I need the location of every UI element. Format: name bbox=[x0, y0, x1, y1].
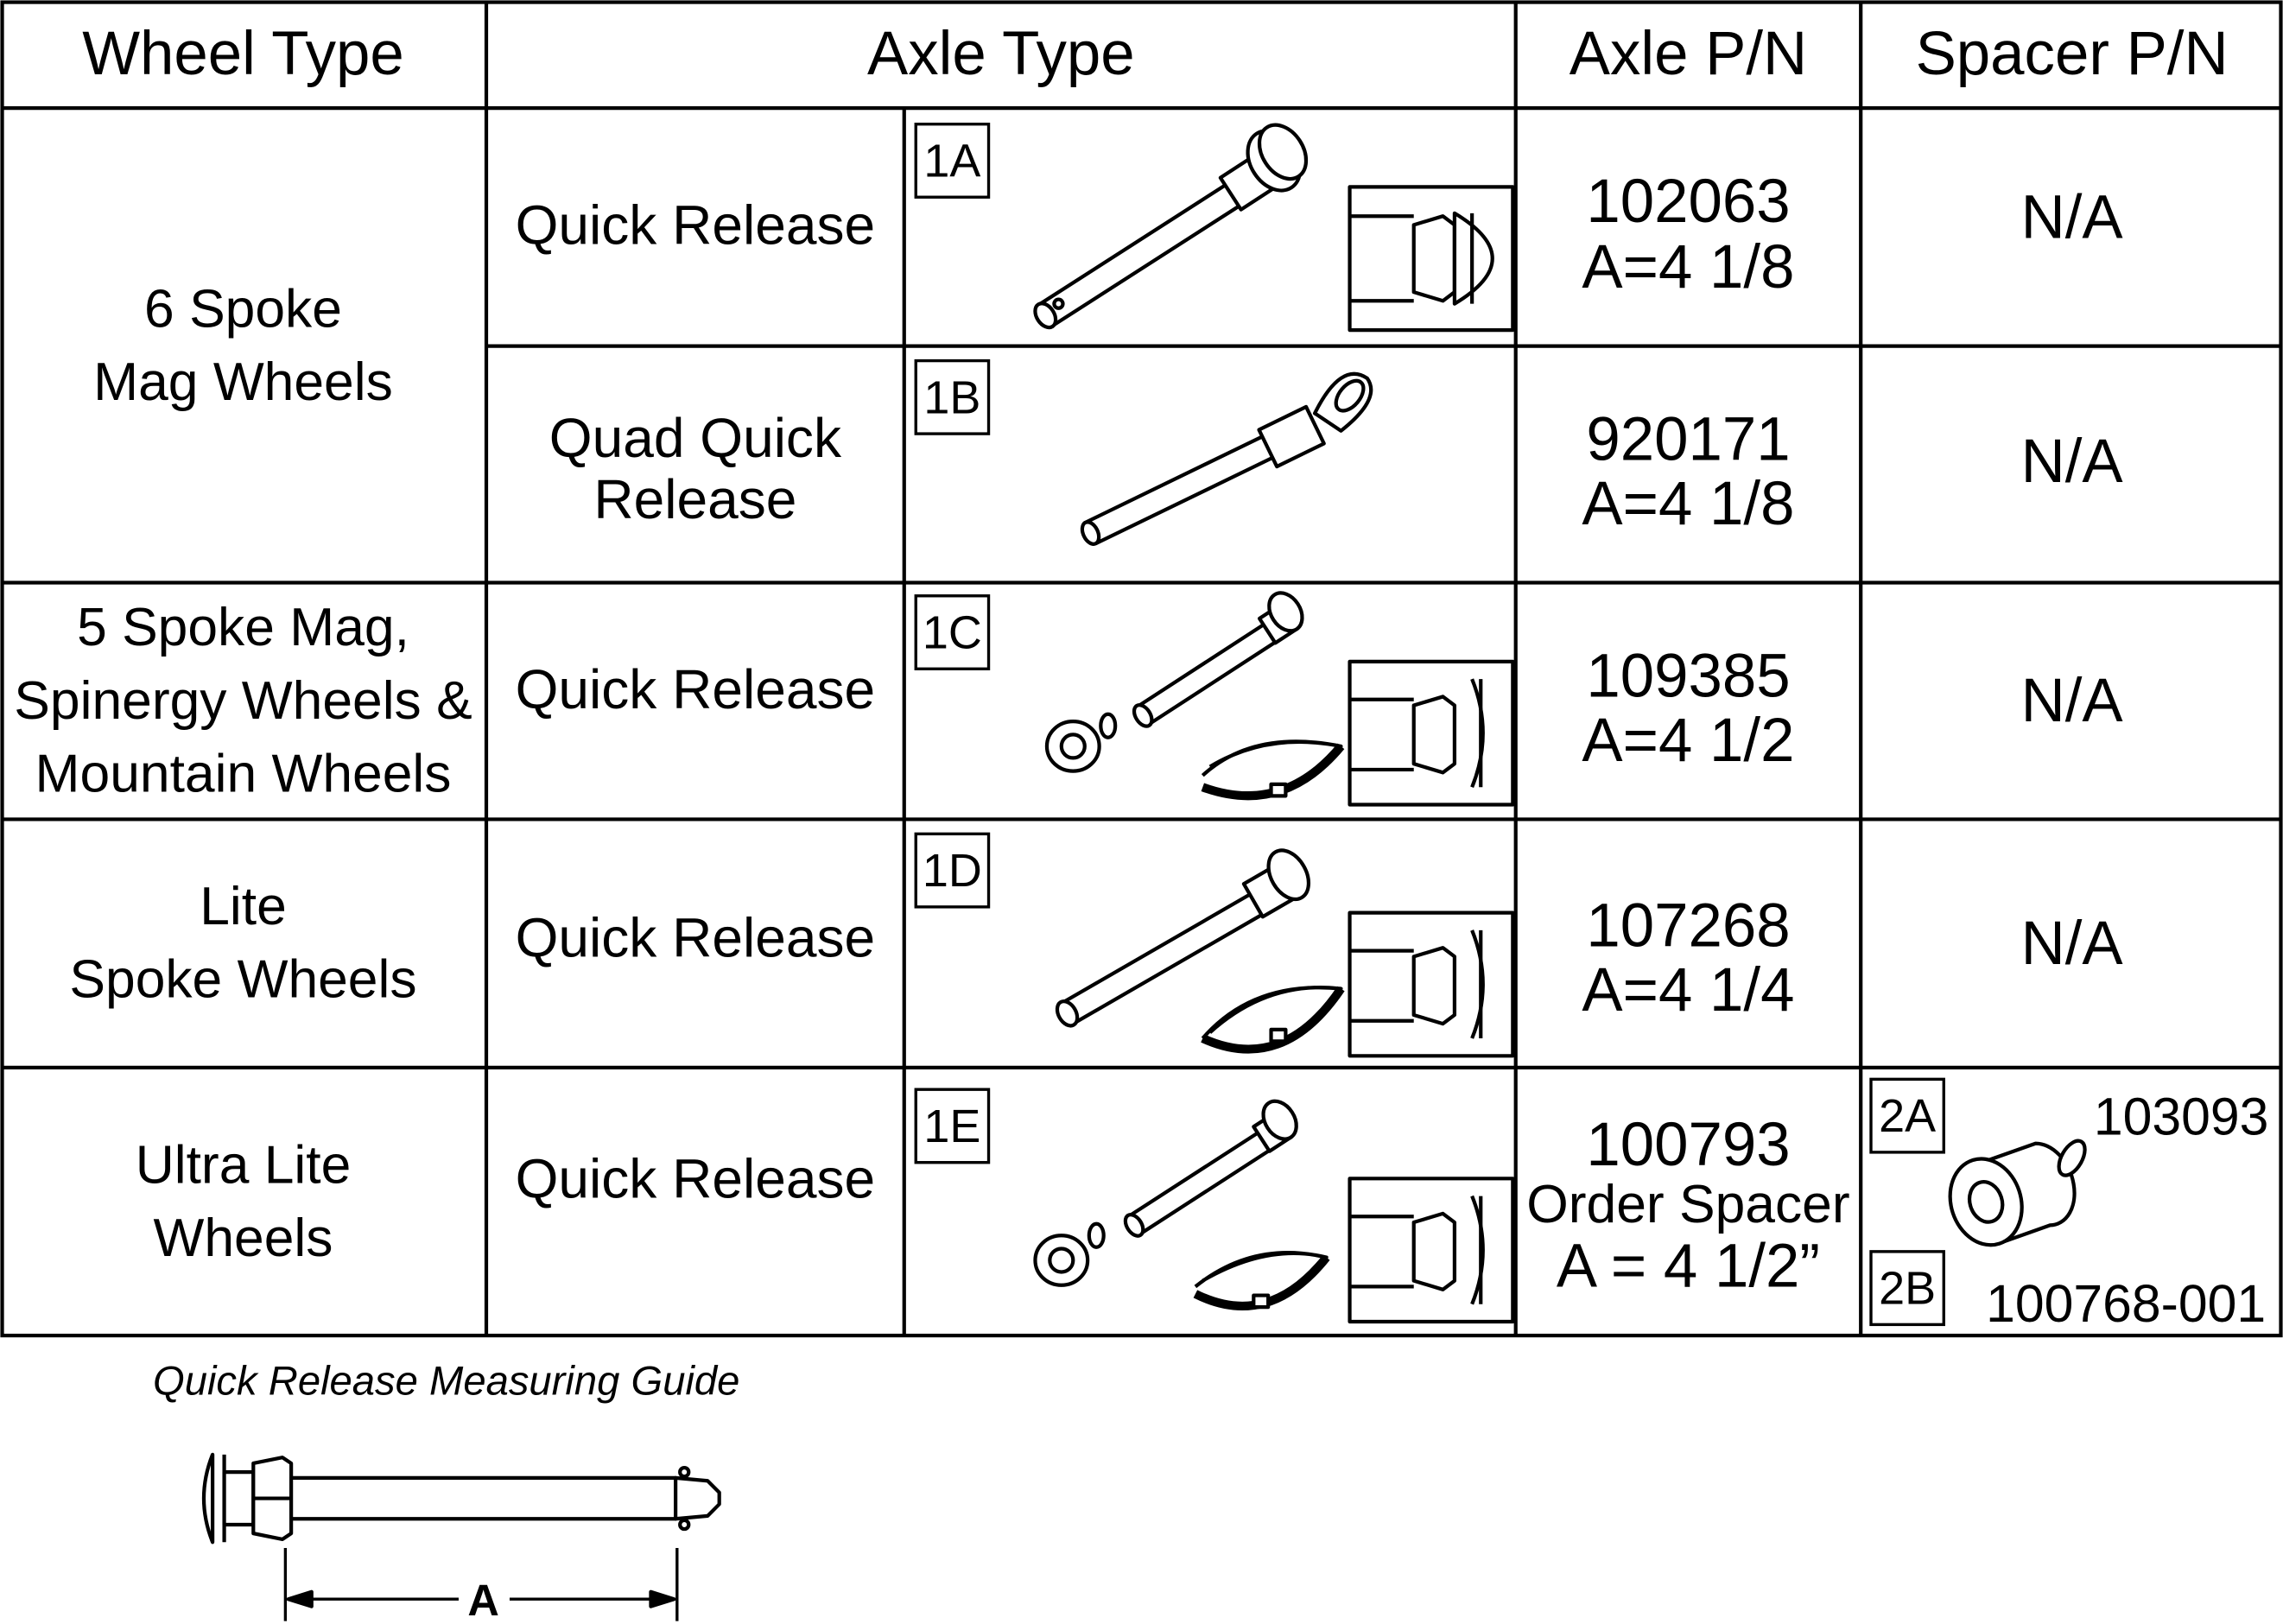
header-wheel-type: Wheel Type bbox=[82, 18, 404, 88]
axle-type-1c: Quick Release bbox=[515, 660, 876, 722]
axle-dimension: A=4 1/2 bbox=[1582, 705, 1795, 775]
spacer-pn-1a: N/A bbox=[2020, 181, 2123, 251]
wheel-type-line: Mountain Wheels bbox=[35, 743, 452, 803]
wheel-type-6-spoke: 6 Spoke Mag Wheels bbox=[0, 108, 486, 582]
axle-1d-drawing bbox=[1055, 848, 1515, 1058]
measuring-guide-drawing: A bbox=[201, 1452, 721, 1624]
header-spacer-pn: Spacer P/N bbox=[1915, 18, 2229, 88]
wheel-type-line: 6 Spoke bbox=[144, 278, 342, 339]
axle-note: Order Spacer bbox=[1526, 1174, 1850, 1234]
spacer-pn-1c: N/A bbox=[2020, 665, 2123, 735]
axle-type-1b: Quad Quick Release bbox=[486, 346, 904, 583]
header-axle-pn: Axle P/N bbox=[1569, 18, 1808, 88]
wheel-type-line: Spinergy Wheels & bbox=[14, 670, 472, 731]
axle-type-1e: Quick Release bbox=[515, 1148, 876, 1210]
axle-pn-1e: 100793 Order Spacer A = 4 1/2” bbox=[1516, 1068, 1861, 1335]
tag-1a: 1A bbox=[914, 123, 991, 199]
tag-1e: 1E bbox=[914, 1088, 991, 1164]
axle-dimension: A=4 1/8 bbox=[1582, 231, 1795, 301]
spacer-pn-1b: N/A bbox=[2020, 426, 2123, 495]
wheel-type-line: 5 Spoke Mag, bbox=[77, 597, 409, 657]
dimension-label: A bbox=[467, 1576, 499, 1624]
wheel-type-line: Wheels bbox=[153, 1207, 333, 1267]
axle-dimension: A=4 1/8 bbox=[1582, 468, 1795, 538]
wheel-type-line: Mag Wheels bbox=[93, 351, 393, 411]
header-axle-type: Axle Type bbox=[867, 18, 1135, 88]
axle-1b-drawing bbox=[1080, 371, 1373, 546]
axle-part-number: 100793 bbox=[1586, 1109, 1791, 1179]
spacer-pn-1d: N/A bbox=[2020, 908, 2123, 977]
axle-pn-1b: 920171 A=4 1/8 bbox=[1516, 346, 1861, 583]
tag-2b: 2B bbox=[1869, 1250, 1945, 1327]
spacer-part-number-2b: 100768-001 bbox=[1986, 1273, 2267, 1334]
tag-1d: 1D bbox=[914, 832, 991, 909]
axle-part-number: 107268 bbox=[1586, 891, 1791, 960]
tag-1b: 1B bbox=[914, 358, 991, 435]
axle-1e-drawing bbox=[1033, 1099, 1515, 1324]
axle-type-1a: Quick Release bbox=[515, 194, 876, 257]
axle-type-1d: Quick Release bbox=[515, 907, 876, 969]
tag-2a: 2A bbox=[1869, 1077, 1945, 1154]
wheel-type-line: Ultra Lite bbox=[135, 1133, 352, 1195]
axle-1c-drawing bbox=[1044, 591, 1515, 807]
wheel-type-ultra-lite: Ultra Lite Wheels bbox=[0, 1068, 486, 1335]
axle-part-number: 109385 bbox=[1586, 641, 1791, 710]
wheel-type-lite: Lite Spoke Wheels bbox=[0, 819, 486, 1067]
axle-pn-1d: 107268 A=4 1/4 bbox=[1516, 819, 1861, 1067]
axle-dimension: A = 4 1/2” bbox=[1556, 1231, 1820, 1300]
spacer-part-number-2a: 103093 bbox=[2093, 1086, 2269, 1147]
axle-pn-1c: 109385 A=4 1/2 bbox=[1516, 583, 1861, 820]
wheel-type-line: Lite bbox=[200, 876, 287, 936]
measuring-guide-caption: Quick Release Measuring Guide bbox=[152, 1358, 740, 1404]
axle-1a-drawing bbox=[1033, 123, 1515, 333]
axle-type-line: Release bbox=[593, 470, 797, 532]
tag-1c: 1C bbox=[914, 594, 991, 670]
axle-part-number: 102063 bbox=[1586, 167, 1791, 236]
table-grid bbox=[0, 0, 2283, 1338]
spacer-drawing bbox=[1948, 1139, 2087, 1247]
axle-pn-1a: 102063 A=4 1/8 bbox=[1516, 108, 1861, 346]
axle-part-number: 920171 bbox=[1586, 404, 1791, 473]
axle-dimension: A=4 1/4 bbox=[1582, 955, 1795, 1025]
axle-type-line: Quad Quick bbox=[549, 409, 841, 471]
wheel-type-line: Spoke Wheels bbox=[69, 948, 417, 1010]
wheel-type-5-spoke: 5 Spoke Mag, Spinergy Wheels & Mountain … bbox=[0, 583, 486, 820]
